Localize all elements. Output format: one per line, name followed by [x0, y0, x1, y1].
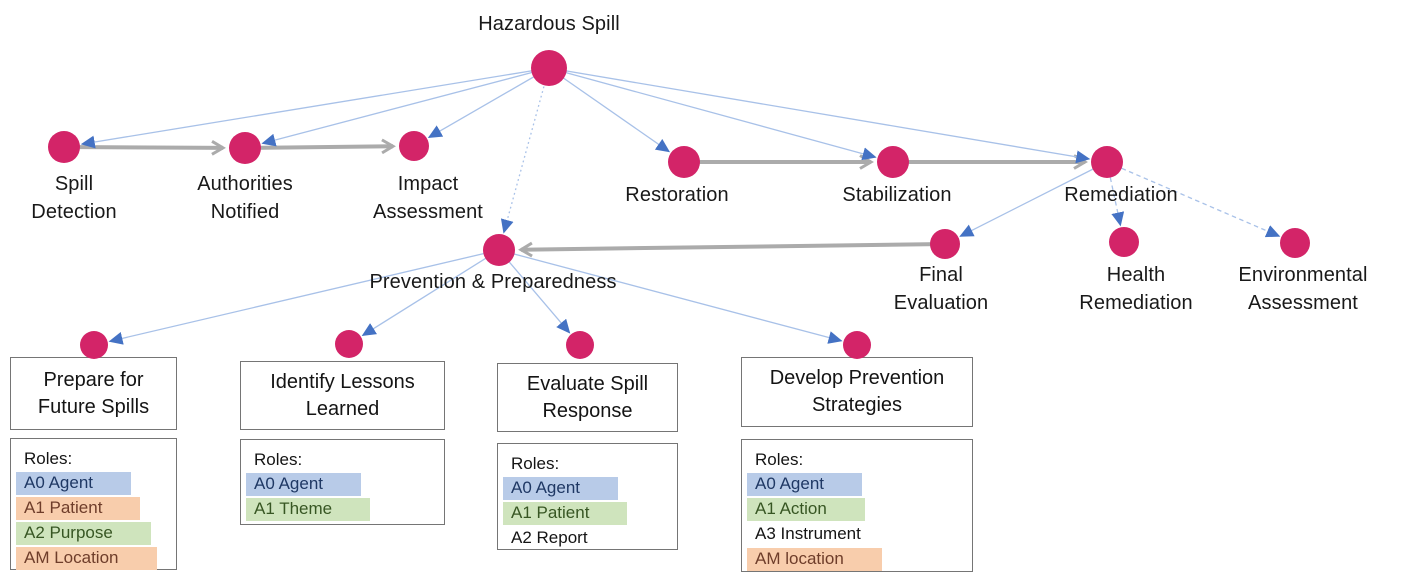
- role-row: A1 Action: [747, 498, 865, 521]
- task-box-prepare: Prepare for Future Spills: [10, 357, 177, 430]
- nodes-group: [48, 50, 1310, 359]
- node-label-impact-assessment: Impact Assessment: [373, 173, 483, 223]
- edge-hazardous-spill-to-remediation: [548, 67, 1091, 164]
- node-prevention-preparedness: [483, 234, 515, 266]
- node-authorities-notified: [229, 132, 261, 164]
- node-label-environmental-assessment: Environmental Assessment: [1238, 264, 1368, 314]
- edge-remediation-to-final-evaluation: [959, 161, 1108, 237]
- role-row: AM Location: [16, 547, 157, 570]
- role-row: A2 Purpose: [16, 522, 151, 545]
- node-label-authorities-notified: Authorities Notified: [197, 173, 293, 223]
- edge-hazardous-spill-to-authorities-notified: [261, 67, 550, 147]
- task-box-evaluate: Evaluate Spill Response: [497, 363, 678, 432]
- role-row: A2 Report: [511, 528, 588, 547]
- node-stabilization: [877, 146, 909, 178]
- task-box-develop: Develop Prevention Strategies: [741, 357, 973, 427]
- edge-hazardous-spill-to-stabilization: [548, 67, 877, 161]
- role-row: A1 Theme: [246, 498, 371, 521]
- roles-title: Roles:: [755, 450, 804, 469]
- node-label-final-evaluation: Final Evaluation: [893, 264, 989, 314]
- node-final-evaluation: [930, 229, 960, 259]
- task-box-title: Develop Prevention Strategies: [769, 367, 945, 416]
- node-identify-node: [335, 330, 363, 358]
- node-restoration: [668, 146, 700, 178]
- edge-remediation-to-environmental-assessment: [1106, 161, 1281, 238]
- edge-hazardous-spill-to-impact-assessment: [427, 67, 550, 139]
- role-row: A0 Agent: [246, 473, 362, 496]
- task-box-title: Evaluate Spill Response: [526, 372, 649, 422]
- role-row: AM location: [747, 548, 882, 571]
- task-box-identify: Identify Lessons Learned: [240, 361, 445, 430]
- node-evaluate-node: [566, 331, 594, 359]
- edge-prevention-preparedness-to-prepare-node: [108, 249, 500, 345]
- task-box-title: Prepare for Future Spills: [37, 368, 150, 418]
- role-row: A1 Patient: [503, 502, 628, 525]
- edge-final-evaluation-to-prevention-preparedness: [518, 241, 946, 258]
- node-health-remediation: [1109, 227, 1139, 257]
- role-row: A3 Instrument: [755, 524, 861, 543]
- task-box-title: Identify Lessons Learned: [270, 370, 415, 420]
- roles-title: Roles:: [511, 454, 560, 473]
- node-label-stabilization: Stabilization: [842, 184, 952, 206]
- node-spill-detection: [48, 131, 80, 163]
- edge-prevention-preparedness-to-identify-node: [361, 249, 500, 337]
- node-label-hazardous-spill: Hazardous Spill: [478, 13, 620, 35]
- node-environmental-assessment: [1280, 228, 1310, 258]
- node-develop-node: [843, 331, 871, 359]
- node-hazardous-spill: [531, 50, 567, 86]
- node-label-restoration: Restoration: [625, 184, 729, 206]
- role-row: A0 Agent: [747, 473, 863, 496]
- role-row: A0 Agent: [16, 472, 132, 495]
- edge-prevention-preparedness-to-develop-node: [498, 249, 843, 344]
- roles-title: Roles:: [24, 449, 73, 468]
- role-row: A0 Agent: [503, 477, 619, 500]
- node-label-spill-detection: Spill Detection: [31, 173, 117, 223]
- node-label-prevention-preparedness: Prevention & Preparedness: [369, 271, 617, 293]
- edge-authorities-notified-to-impact-assessment: [244, 138, 396, 155]
- edge-hazardous-spill-to-restoration: [548, 67, 671, 153]
- blue-edges-group: [80, 67, 1281, 345]
- role-row: A1 Patient: [16, 497, 141, 520]
- roles-title: Roles:: [254, 450, 303, 469]
- node-prepare-node: [80, 331, 108, 359]
- node-label-remediation: Remediation: [1064, 184, 1178, 206]
- node-label-health-remediation: Health Remediation: [1079, 264, 1193, 314]
- node-impact-assessment: [399, 131, 429, 161]
- edge-prevention-preparedness-to-evaluate-node: [498, 249, 571, 334]
- edge-hazardous-spill-to-spill-detection: [80, 67, 550, 149]
- node-remediation: [1091, 146, 1123, 178]
